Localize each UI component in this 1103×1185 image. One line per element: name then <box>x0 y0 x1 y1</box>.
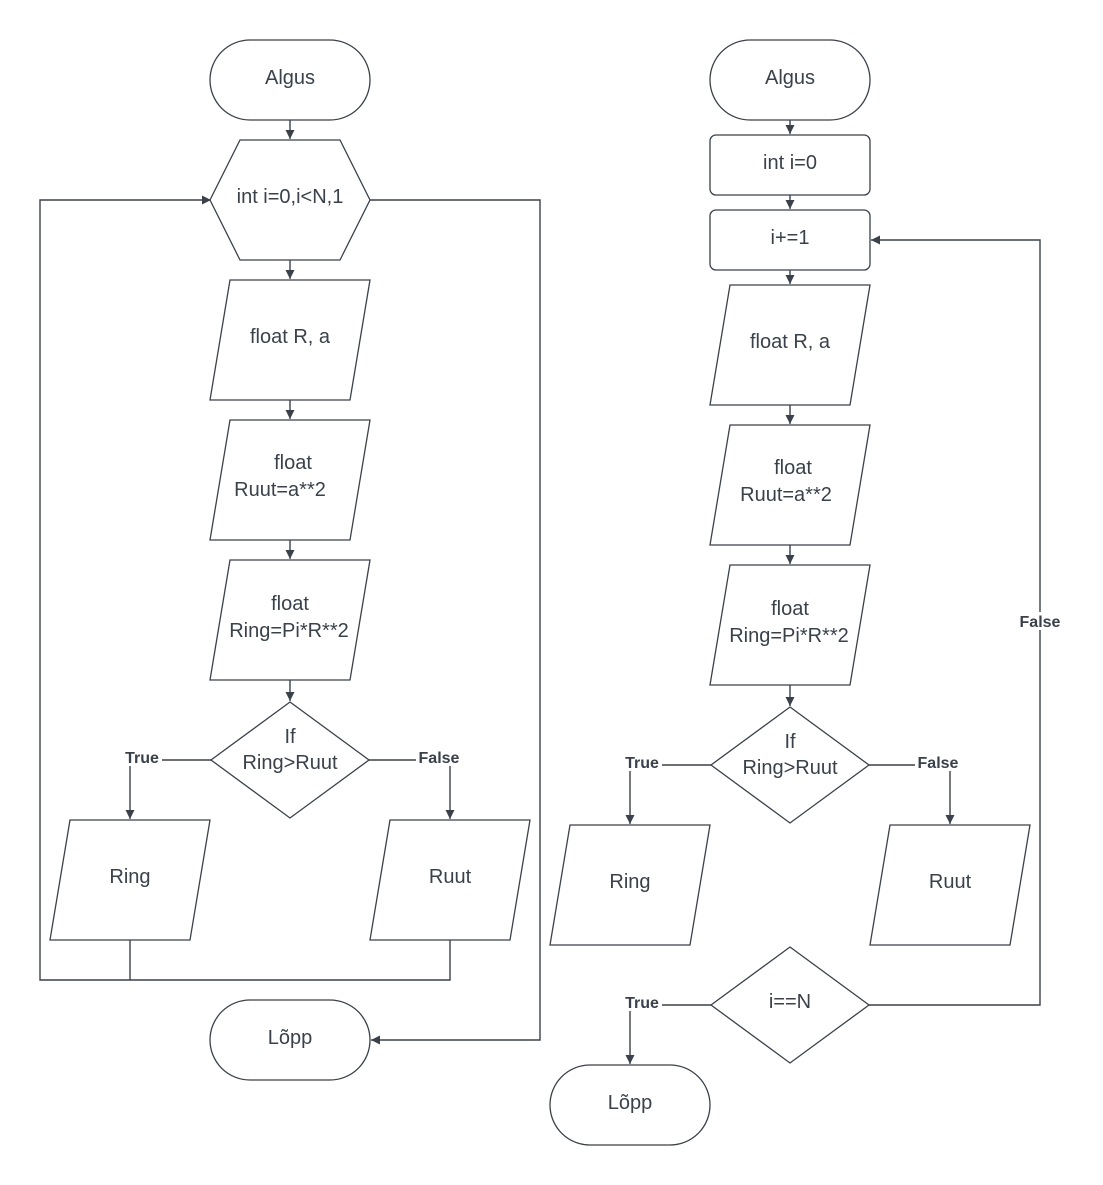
left-ruut-output <box>369 819 531 941</box>
left-input-parallelogram <box>209 279 371 401</box>
left-decision-label-line1: If <box>284 726 296 748</box>
right-square-parallelogram <box>709 424 871 546</box>
right-input-parallelogram <box>709 284 871 406</box>
left-decision-diamond <box>209 701 371 819</box>
right-true-label: True <box>625 755 659 772</box>
left-start-terminal <box>209 39 371 121</box>
edge-r-decision-true <box>625 764 711 824</box>
left-decision-label-line2: Ring>Ruut <box>242 752 338 774</box>
right-init-process <box>709 134 871 196</box>
right-circle-label-line2: Ring=Pi*R**2 <box>729 625 849 647</box>
right-decision-label-line2: Ring>Ruut <box>742 757 838 779</box>
right-decision-diamond <box>709 706 871 824</box>
left-ruut-label: Ruut <box>429 866 472 888</box>
right-check-diamond <box>709 946 871 1064</box>
left-ring-output <box>49 819 211 941</box>
edge-loop-exit-to-end <box>369 199 541 1045</box>
left-square-parallelogram <box>209 419 371 541</box>
right-flowchart: Algus int i=0 i+=1 float R, a float Ruut… <box>549 39 1064 1146</box>
right-square-label-line1: float <box>774 457 812 479</box>
edge-r-check-true-to-end <box>625 1004 711 1064</box>
right-circle-parallelogram <box>709 564 871 686</box>
left-true-label: True <box>125 750 159 767</box>
edge-r-decision-false <box>869 764 955 824</box>
right-increment-label: i+=1 <box>771 227 810 249</box>
left-flowchart: Algus int i=0,i<N,1 float R, a float Ruu… <box>39 39 541 1081</box>
right-square-label-line2: Ruut=a**2 <box>740 484 832 506</box>
right-ring-output <box>549 824 711 946</box>
left-end-terminal <box>209 999 371 1081</box>
edge-decision-false <box>369 759 455 819</box>
right-ring-label: Ring <box>609 871 650 893</box>
left-loop-hexagon <box>209 139 371 261</box>
right-end-terminal <box>549 1064 711 1146</box>
right-input-label: float R, a <box>750 331 831 353</box>
left-square-label-line1: float <box>274 452 312 474</box>
left-square-label-line2: Ruut=a**2 <box>234 479 326 501</box>
left-false-label: False <box>419 750 460 767</box>
right-end-label: Lõpp <box>608 1092 653 1114</box>
right-start-terminal <box>709 39 871 121</box>
right-circle-label-line1: float <box>771 598 809 620</box>
right-decision-label-line1: If <box>784 731 796 753</box>
right-increment-process <box>709 209 871 271</box>
edge-decision-true <box>125 759 211 819</box>
left-loop-label: int i=0,i<N,1 <box>237 186 344 208</box>
edge-ring-loop-back <box>39 195 211 981</box>
right-ruut-label: Ruut <box>929 871 972 893</box>
left-start-label: Algus <box>265 67 315 89</box>
right-check-label: i==N <box>769 991 811 1013</box>
right-ruut-output <box>869 824 1031 946</box>
left-circle-parallelogram <box>209 559 371 681</box>
right-init-label: int i=0 <box>763 152 817 174</box>
right-false-label: False <box>918 755 959 772</box>
right-check-false-label: False <box>1020 614 1061 631</box>
left-ring-label: Ring <box>109 866 150 888</box>
edge-ruut-loop-back <box>130 940 451 981</box>
right-check-true-label: True <box>625 995 659 1012</box>
left-circle-label-line1: float <box>271 593 309 615</box>
left-input-label: float R, a <box>250 326 331 348</box>
left-end-label: Lõpp <box>268 1027 313 1049</box>
right-start-label: Algus <box>765 67 815 89</box>
left-circle-label-line2: Ring=Pi*R**2 <box>229 620 349 642</box>
